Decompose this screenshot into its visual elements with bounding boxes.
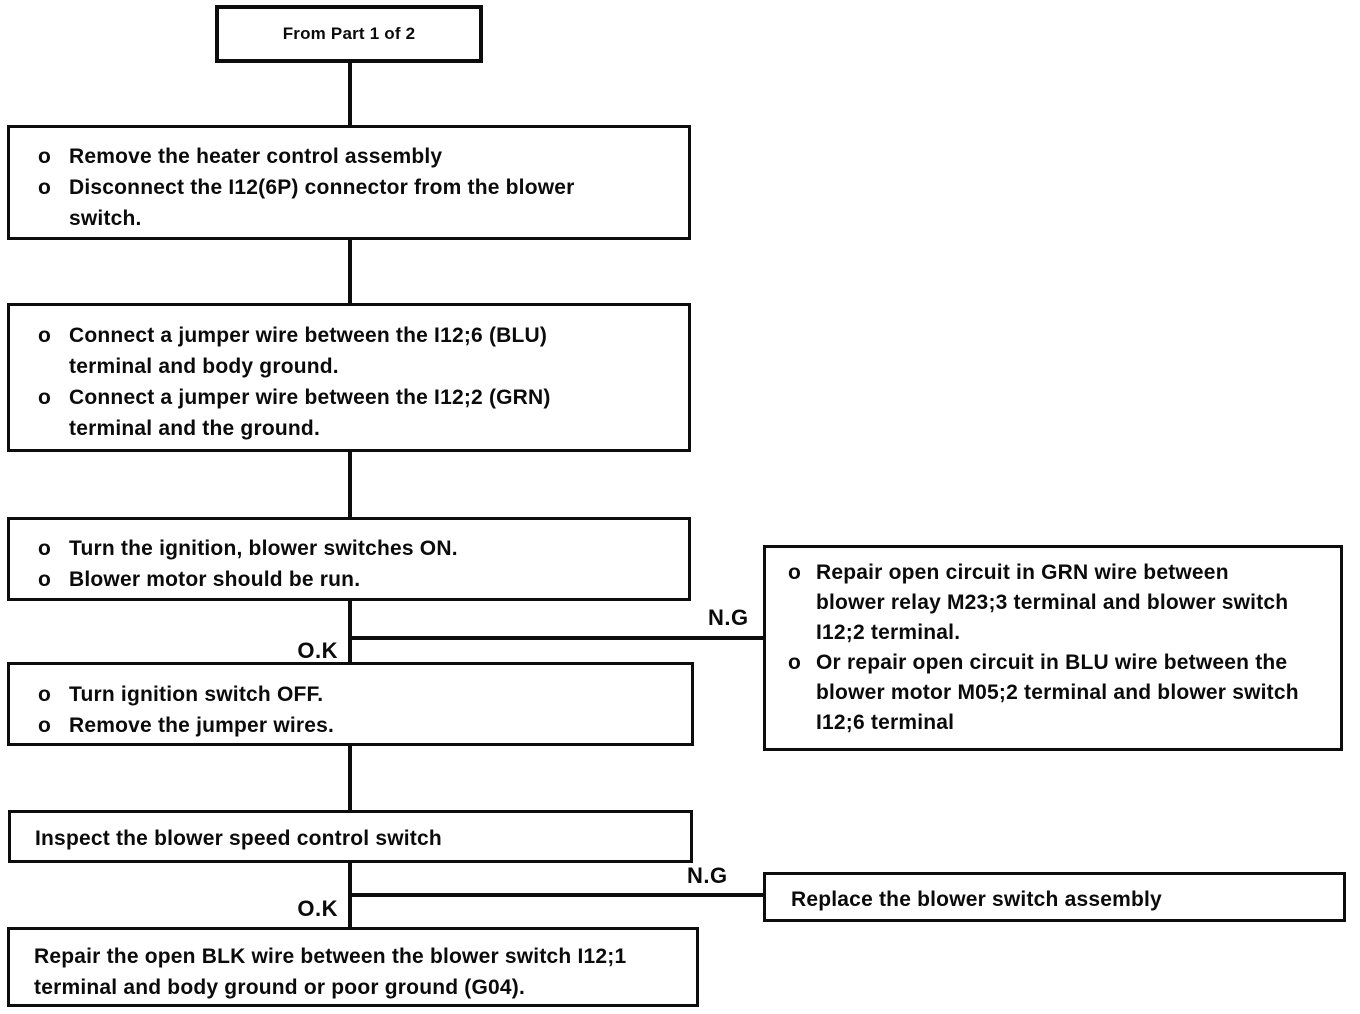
bullet-item: o Turn the ignition, blower switches ON.: [38, 533, 678, 564]
bullet-text: Turn the ignition, blower switches ON.: [69, 537, 458, 560]
bullet-item: o Turn ignition switch OFF.: [38, 679, 681, 710]
bullet-marker: o: [38, 568, 52, 591]
start-box-label: From Part 1 of 2: [282, 24, 416, 43]
bullet-text: Turn ignition switch OFF.: [69, 683, 324, 706]
bullet-marker: o: [788, 651, 802, 674]
bullet-item: o Connect a jumper wire between the I12;…: [38, 320, 678, 382]
bullet-marker: o: [38, 386, 52, 409]
bullet-marker: o: [38, 537, 52, 560]
bullet-marker: o: [38, 714, 52, 737]
flowchart-box-step2: o Connect a jumper wire between the I12;…: [7, 303, 691, 452]
flowchart-box-ng-replace: Replace the blower switch assembly: [763, 872, 1346, 922]
bullet-item: o Connect a jumper wire between the I12;…: [38, 382, 678, 444]
flowchart-box-repair-blk: Repair the open BLK wire between the blo…: [7, 927, 699, 1007]
bullet-marker: o: [38, 324, 52, 347]
bullet-text: Repair open circuit in GRN wire between …: [816, 561, 1289, 644]
flowchart-box-step3: o Turn the ignition, blower switches ON.…: [7, 517, 691, 601]
bullet-marker: o: [38, 176, 52, 199]
ng-label-1: N.G: [708, 605, 749, 630]
bullet-text: Remove the jumper wires.: [69, 714, 335, 737]
bullet-marker: o: [788, 561, 802, 584]
bullet-marker: o: [38, 145, 52, 168]
bullet-item: o Disconnect the I12(6P) connector from …: [38, 172, 678, 234]
connector-start-to-step1: [348, 61, 352, 127]
branch-line-ng-repair: [348, 636, 765, 640]
ok-label-1: O.K: [297, 638, 338, 663]
flowchart-box-inspect: Inspect the blower speed control switch: [8, 810, 693, 863]
bullet-marker: o: [38, 683, 52, 706]
bullet-item: o Remove the heater control assembly: [38, 141, 678, 172]
connector-step1-to-step2: [348, 238, 352, 305]
box-text: Repair the open BLK wire between the blo…: [34, 945, 627, 999]
branch-line-ng-replace: [348, 893, 765, 897]
bullet-text: Connect a jumper wire between the I12;2 …: [69, 386, 551, 440]
connector-step3-to-step4: [348, 598, 352, 664]
bullet-item: o Or repair open circuit in BLU wire bet…: [788, 648, 1334, 738]
bullet-text: Or repair open circuit in BLU wire betwe…: [816, 651, 1299, 734]
start-box: From Part 1 of 2: [215, 5, 483, 63]
connector-step4-to-inspect: [348, 743, 352, 812]
bullet-text: Connect a jumper wire between the I12;6 …: [69, 324, 548, 378]
box-text: Inspect the blower speed control switch: [35, 827, 442, 850]
bullet-item: o Blower motor should be run.: [38, 564, 678, 595]
flowchart-box-ng-repair: o Repair open circuit in GRN wire betwee…: [763, 545, 1343, 751]
bullet-item: o Remove the jumper wires.: [38, 710, 681, 741]
flowchart-box-step1: o Remove the heater control assembly o D…: [7, 125, 691, 240]
bullet-text: Disconnect the I12(6P) connector from th…: [69, 176, 575, 230]
bullet-text: Blower motor should be run.: [69, 568, 361, 591]
flowchart-box-step4: o Turn ignition switch OFF. o Remove the…: [7, 662, 694, 746]
bullet-text: Remove the heater control assembly: [69, 145, 443, 168]
bullet-item: o Repair open circuit in GRN wire betwee…: [788, 558, 1334, 648]
connector-step2-to-step3: [348, 450, 352, 519]
ng-label-2: N.G: [687, 863, 728, 888]
box-text: Replace the blower switch assembly: [791, 888, 1162, 911]
ok-label-2: O.K: [297, 896, 338, 921]
